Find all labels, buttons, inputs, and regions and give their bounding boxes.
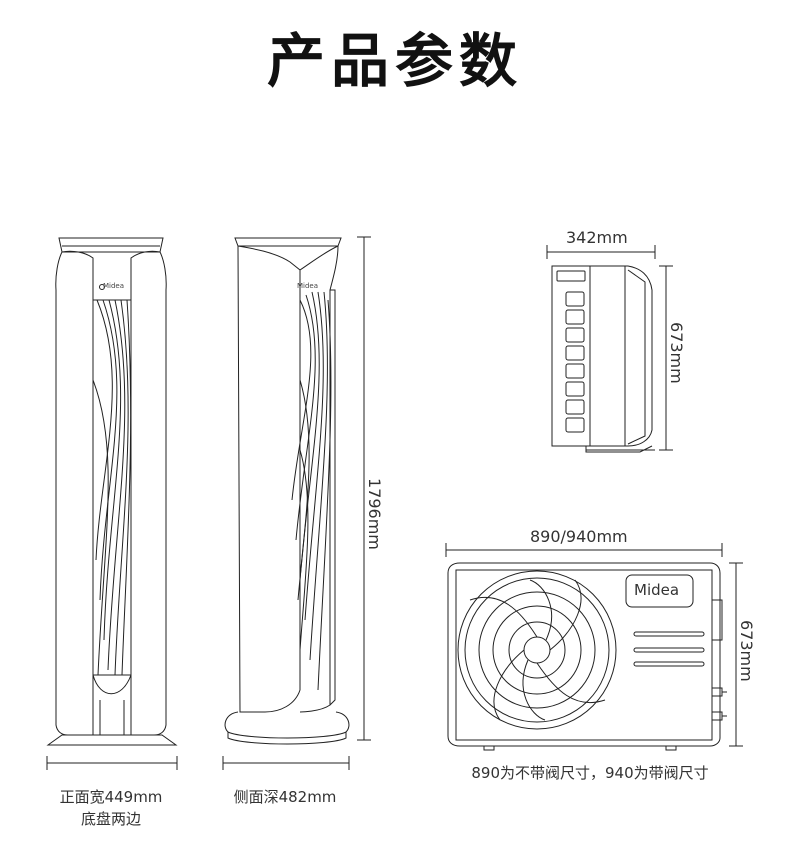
page-title: 产品参数 — [266, 27, 523, 95]
indoor-front-width-dim — [46, 756, 178, 770]
indoor-side-brand-logo: Midea — [297, 282, 319, 290]
indoor-front-caption-line2: 底盘两边 — [80, 810, 141, 828]
outdoor-front-width-dim — [445, 543, 723, 557]
outdoor-front-height-label: 673mm — [737, 620, 756, 682]
indoor-front-brand-logo: Midea — [103, 282, 125, 290]
outdoor-side-view — [551, 265, 655, 453]
outdoor-front-width-label: 890/940mm — [530, 527, 628, 546]
indoor-front-view — [46, 237, 178, 746]
outdoor-front-view — [447, 562, 727, 751]
outdoor-brand-logo: Midea — [634, 581, 680, 599]
indoor-side-depth-dim — [222, 756, 350, 770]
indoor-height-dim — [357, 236, 371, 741]
outdoor-side-height-dim — [659, 265, 673, 451]
outdoor-side-depth-label: 342mm — [566, 228, 628, 247]
indoor-height-label: 1796mm — [365, 478, 384, 550]
outdoor-front-height-dim — [729, 562, 743, 747]
outdoor-side-height-label: 673mm — [667, 322, 686, 384]
indoor-front-caption-line1: 正面宽449mm — [59, 788, 163, 806]
outdoor-side-depth-dim — [546, 245, 656, 259]
outdoor-note: 890为不带阀尺寸，940为带阀尺寸 — [471, 764, 709, 782]
indoor-side-caption: 侧面深482mm — [233, 788, 337, 806]
indoor-side-view — [224, 237, 350, 745]
